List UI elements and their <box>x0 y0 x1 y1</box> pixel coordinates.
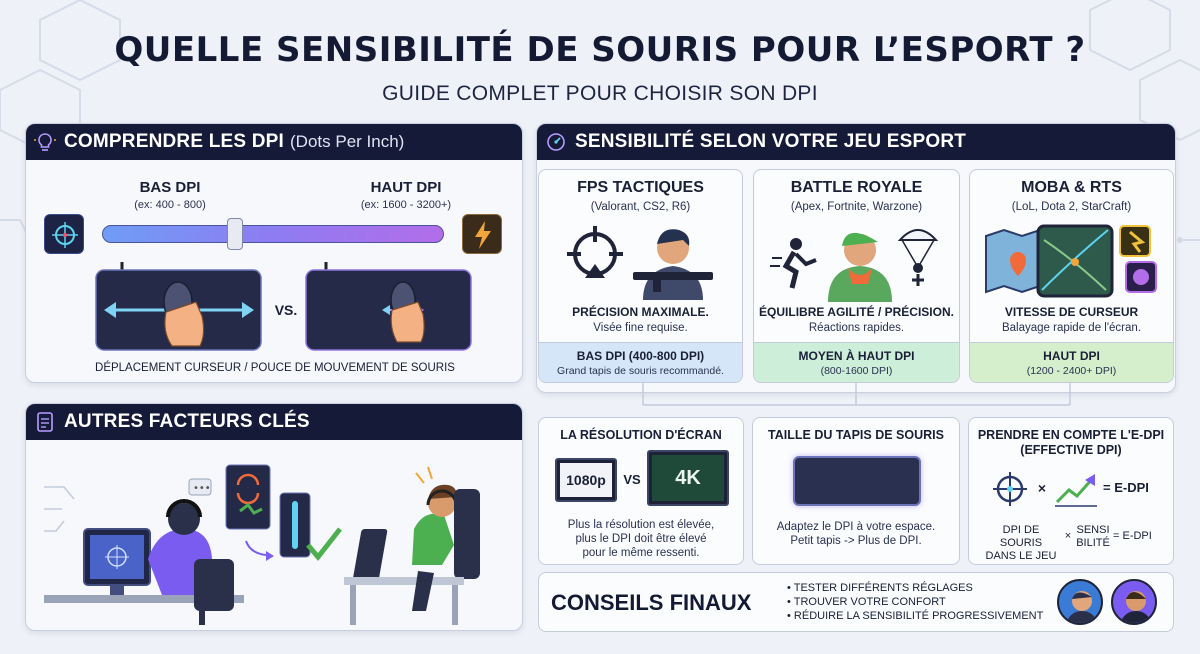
edpi-times: × <box>1037 480 1047 496</box>
resolution-right-label: 4K <box>652 455 724 501</box>
bullet-icon: • <box>787 582 794 594</box>
factor-title-line-2: (EFFECTIVE DPI) <box>1020 443 1122 457</box>
page-title: QUELLE SENSIBILITÉ DE SOURIS POUR L’ESPO… <box>114 30 1086 70</box>
bullet-icon: • <box>787 610 794 622</box>
game-dpi: HAUT DPI <box>1043 349 1100 363</box>
resolution-vs: VS <box>623 472 641 487</box>
factor-desc-line: Plus la résolution est élevée, <box>567 519 715 531</box>
low-dpi-range: (ex: 400 - 800) <box>134 199 206 211</box>
dpi-slider-track[interactable] <box>102 225 444 243</box>
edpi-formula-left: DPI DE SOURIS <box>999 524 1043 549</box>
game-examples: (Apex, Fortnite, Warzone) <box>790 201 923 213</box>
game-detail: Visée fine requise. <box>593 322 688 334</box>
vs-label: VS. <box>274 302 298 318</box>
game-card-battle-royale: BATTLE ROYALE (Apex, Fortnite, Warzone) … <box>753 169 960 383</box>
game-card-fps: FPS TACTIQUES (Valorant, CS2, R6) PRÉCIS… <box>538 169 743 383</box>
game-headline: PRÉCISION MAXIMALE. <box>572 305 709 319</box>
game-dpi: BAS DPI (400-800 DPI) <box>576 349 705 363</box>
factor-card-mousepad: TAILLE DU TAPIS DE SOURIS Adaptez le DPI… <box>752 417 960 565</box>
battle-royale-illustration <box>768 218 948 302</box>
crosshair-icon <box>44 214 84 254</box>
connector-lines <box>642 383 1071 406</box>
lightbulb-icon <box>26 124 64 160</box>
avatar <box>1111 579 1157 625</box>
factor-title: LA RÉSOLUTION D'ÉCRAN <box>560 428 722 442</box>
low-dpi-label: BAS DPI <box>139 179 201 196</box>
factor-title: PRENDRE EN COMPTE L'E-DPI <box>977 428 1165 442</box>
edpi-formula-mid: SENSI <box>1076 524 1110 536</box>
factor-desc-line: Adaptez le DPI à votre espace. <box>776 521 936 533</box>
game-detail: Réactions rapides. <box>808 322 905 334</box>
high-dpi-mousepad-illustration <box>304 262 474 354</box>
low-dpi-mousepad-illustration <box>94 262 264 354</box>
game-dpi-band: MOYEN À HAUT DPI (800-1600 DPI) <box>754 342 959 382</box>
dpi-slider-thumb[interactable] <box>227 218 244 250</box>
tip-item: • RÉDUIRE LA SENSIBILITÉ PROGRESSIVEMENT <box>787 610 1044 622</box>
factor-card-resolution: LA RÉSOLUTION D'ÉCRAN 1080p VS 4K Plus l… <box>538 417 744 565</box>
edpi-formula-result: = E-DPI <box>1113 530 1152 542</box>
tip-item: • TROUVER VOTRE CONFORT <box>787 596 946 608</box>
trend-up-icon <box>1053 470 1099 508</box>
games-panel-header: SENSIBILITÉ SELON VOTRE JEU ESPORT <box>537 124 1175 160</box>
gauge-icon <box>537 124 575 160</box>
dpi-panel-header: COMPRENDRE LES DPI (Dots Per Inch) <box>26 124 522 160</box>
game-dpi-band: HAUT DPI (1200 - 2400+ DPI) <box>970 342 1173 382</box>
game-dpi-note: (1200 - 2400+ DPI) <box>1026 365 1117 377</box>
factor-title: TAILLE DU TAPIS DE SOURIS <box>768 428 944 442</box>
game-dpi-note: (800-1600 DPI) <box>820 365 893 377</box>
edpi-formula-mid-2: BILITÉ <box>1076 537 1110 549</box>
bullet-icon: • <box>787 596 794 608</box>
mousepad-icon <box>793 456 921 506</box>
factor-card-edpi: PRENDRE EN COMPTE L'E-DPI (EFFECTIVE DPI… <box>968 417 1174 565</box>
high-dpi-range: (ex: 1600 - 3200+) <box>360 199 452 211</box>
crosshair-icon <box>991 470 1029 508</box>
resolution-left-label: 1080p <box>560 463 612 497</box>
game-headline: ÉQUILIBRE AGILITÉ / PRÉCISION. <box>759 305 954 319</box>
page-subtitle: GUIDE COMPLET POUR CHOISIR SON DPI <box>382 82 818 105</box>
edpi-formula-times: × <box>1064 530 1072 542</box>
game-detail: Balayage rapide de l'écran. <box>1001 322 1141 334</box>
factors-panel-title: AUTRES FACTEURS CLÉS <box>64 411 310 432</box>
fps-soldier-illustration <box>563 220 723 300</box>
edpi-result: = E-DPI <box>1103 480 1149 495</box>
monitor-4k: 4K <box>647 450 729 506</box>
game-card-moba-rts: MOBA & RTS (LoL, Dota 2, StarCraft) VITE… <box>969 169 1174 383</box>
game-headline: VITESSE DE CURSEUR <box>1004 305 1139 319</box>
dpi-caption: DÉPLACEMENT CURSEUR / POUCE DE MOUVEMENT… <box>95 362 455 374</box>
game-examples: (LoL, Dota 2, StarCraft) <box>1011 201 1132 213</box>
tip-item: • TESTER DIFFÉRENTS RÉGLAGES <box>787 582 973 594</box>
avatar <box>1057 579 1103 625</box>
factors-panel-header: AUTRES FACTEURS CLÉS <box>26 404 522 440</box>
edpi-formula-left-2: DANS LE JEU <box>985 550 1057 562</box>
tips-title: CONSEILS FINAUX <box>551 590 752 615</box>
games-panel-title: SENSIBILITÉ SELON VOTRE JEU ESPORT <box>575 131 967 152</box>
document-icon <box>26 404 64 440</box>
gamer-desk-illustration: ••• <box>44 459 504 627</box>
game-dpi-band: BAS DPI (400-800 DPI) Grand tapis de sou… <box>539 342 742 382</box>
factor-desc-line: plus le DPI doit être élevé <box>575 533 707 545</box>
high-dpi-label: HAUT DPI <box>370 179 442 196</box>
factor-desc-line: pour le même ressenti. <box>582 547 700 559</box>
monitor-1080p: 1080p <box>555 458 617 502</box>
tips-panel: CONSEILS FINAUX • TESTER DIFFÉRENTS RÉGL… <box>538 572 1174 632</box>
game-title: BATTLE ROYALE <box>790 179 923 196</box>
svg-text:•••: ••• <box>193 483 211 494</box>
dpi-panel-title: COMPRENDRE LES DPI <box>64 131 285 152</box>
factors-panel: AUTRES FACTEURS CLÉS ••• <box>25 403 523 631</box>
game-title: FPS TACTIQUES <box>577 179 704 196</box>
dpi-panel-title-suffix: (Dots Per Inch) <box>290 132 405 151</box>
game-examples: (Valorant, CS2, R6) <box>590 201 691 213</box>
game-title: MOBA & RTS <box>1021 179 1122 196</box>
game-dpi-note: Grand tapis de souris recommandé. <box>557 365 724 377</box>
dpi-panel: COMPRENDRE LES DPI (Dots Per Inch) BAS D… <box>25 123 523 383</box>
factor-desc-line: Petit tapis -> Plus de DPI. <box>790 535 922 547</box>
moba-map-illustration <box>980 220 1166 300</box>
game-dpi: MOYEN À HAUT DPI <box>798 349 915 363</box>
lightning-icon <box>462 214 502 254</box>
